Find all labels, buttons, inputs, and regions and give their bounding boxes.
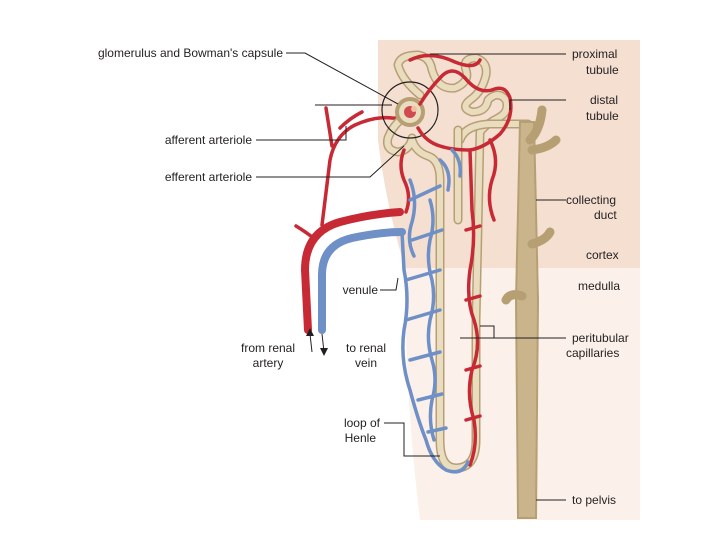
label-distal-tubule-2: tubule — [586, 109, 619, 123]
label-peritubular-2: capillaries — [566, 346, 619, 360]
renal-artery — [294, 208, 404, 334]
glomerulus — [395, 97, 425, 127]
collecting-duct-shape — [501, 105, 561, 519]
label-cortex: cortex — [586, 248, 619, 262]
label-to-renal-1: to renal — [346, 341, 386, 355]
label-distal-tubule-1: distal — [590, 93, 618, 107]
nephron-tubule — [383, 50, 533, 473]
label-to-renal-2: vein — [355, 356, 377, 370]
label-efferent-arteriole: efferent arteriole — [165, 170, 252, 184]
label-venule: venule — [343, 283, 379, 297]
label-medulla: medulla — [578, 279, 620, 293]
label-collecting-duct-2: duct — [594, 208, 617, 222]
label-proximal-tubule-2: tubule — [586, 63, 619, 77]
loop-capillary-links — [464, 224, 482, 422]
leader-lines — [256, 52, 566, 501]
label-glomerulus: glomerulus and Bowman's capsule — [98, 46, 283, 60]
label-peritubular-1: peritubular — [572, 331, 629, 345]
label-loop-of-henle-2: Henle — [345, 431, 377, 445]
renal-vein — [318, 228, 406, 334]
label-loop-of-henle-1: loop of — [344, 416, 381, 430]
peritubular-capillaries-venous — [400, 148, 470, 474]
label-from-renal-2: artery — [253, 356, 284, 370]
flow-arrows — [306, 328, 328, 356]
label-afferent-arteriole: afferent arteriole — [165, 133, 252, 147]
peritubular-capillaries-arterial — [399, 53, 513, 467]
glomerulus-highlight-ring — [381, 81, 439, 139]
label-to-pelvis: to pelvis — [572, 493, 616, 507]
label-from-renal-1: from renal — [241, 341, 295, 355]
label-collecting-duct-1: collecting — [566, 193, 616, 207]
label-proximal-tubule-1: proximal — [572, 47, 617, 61]
